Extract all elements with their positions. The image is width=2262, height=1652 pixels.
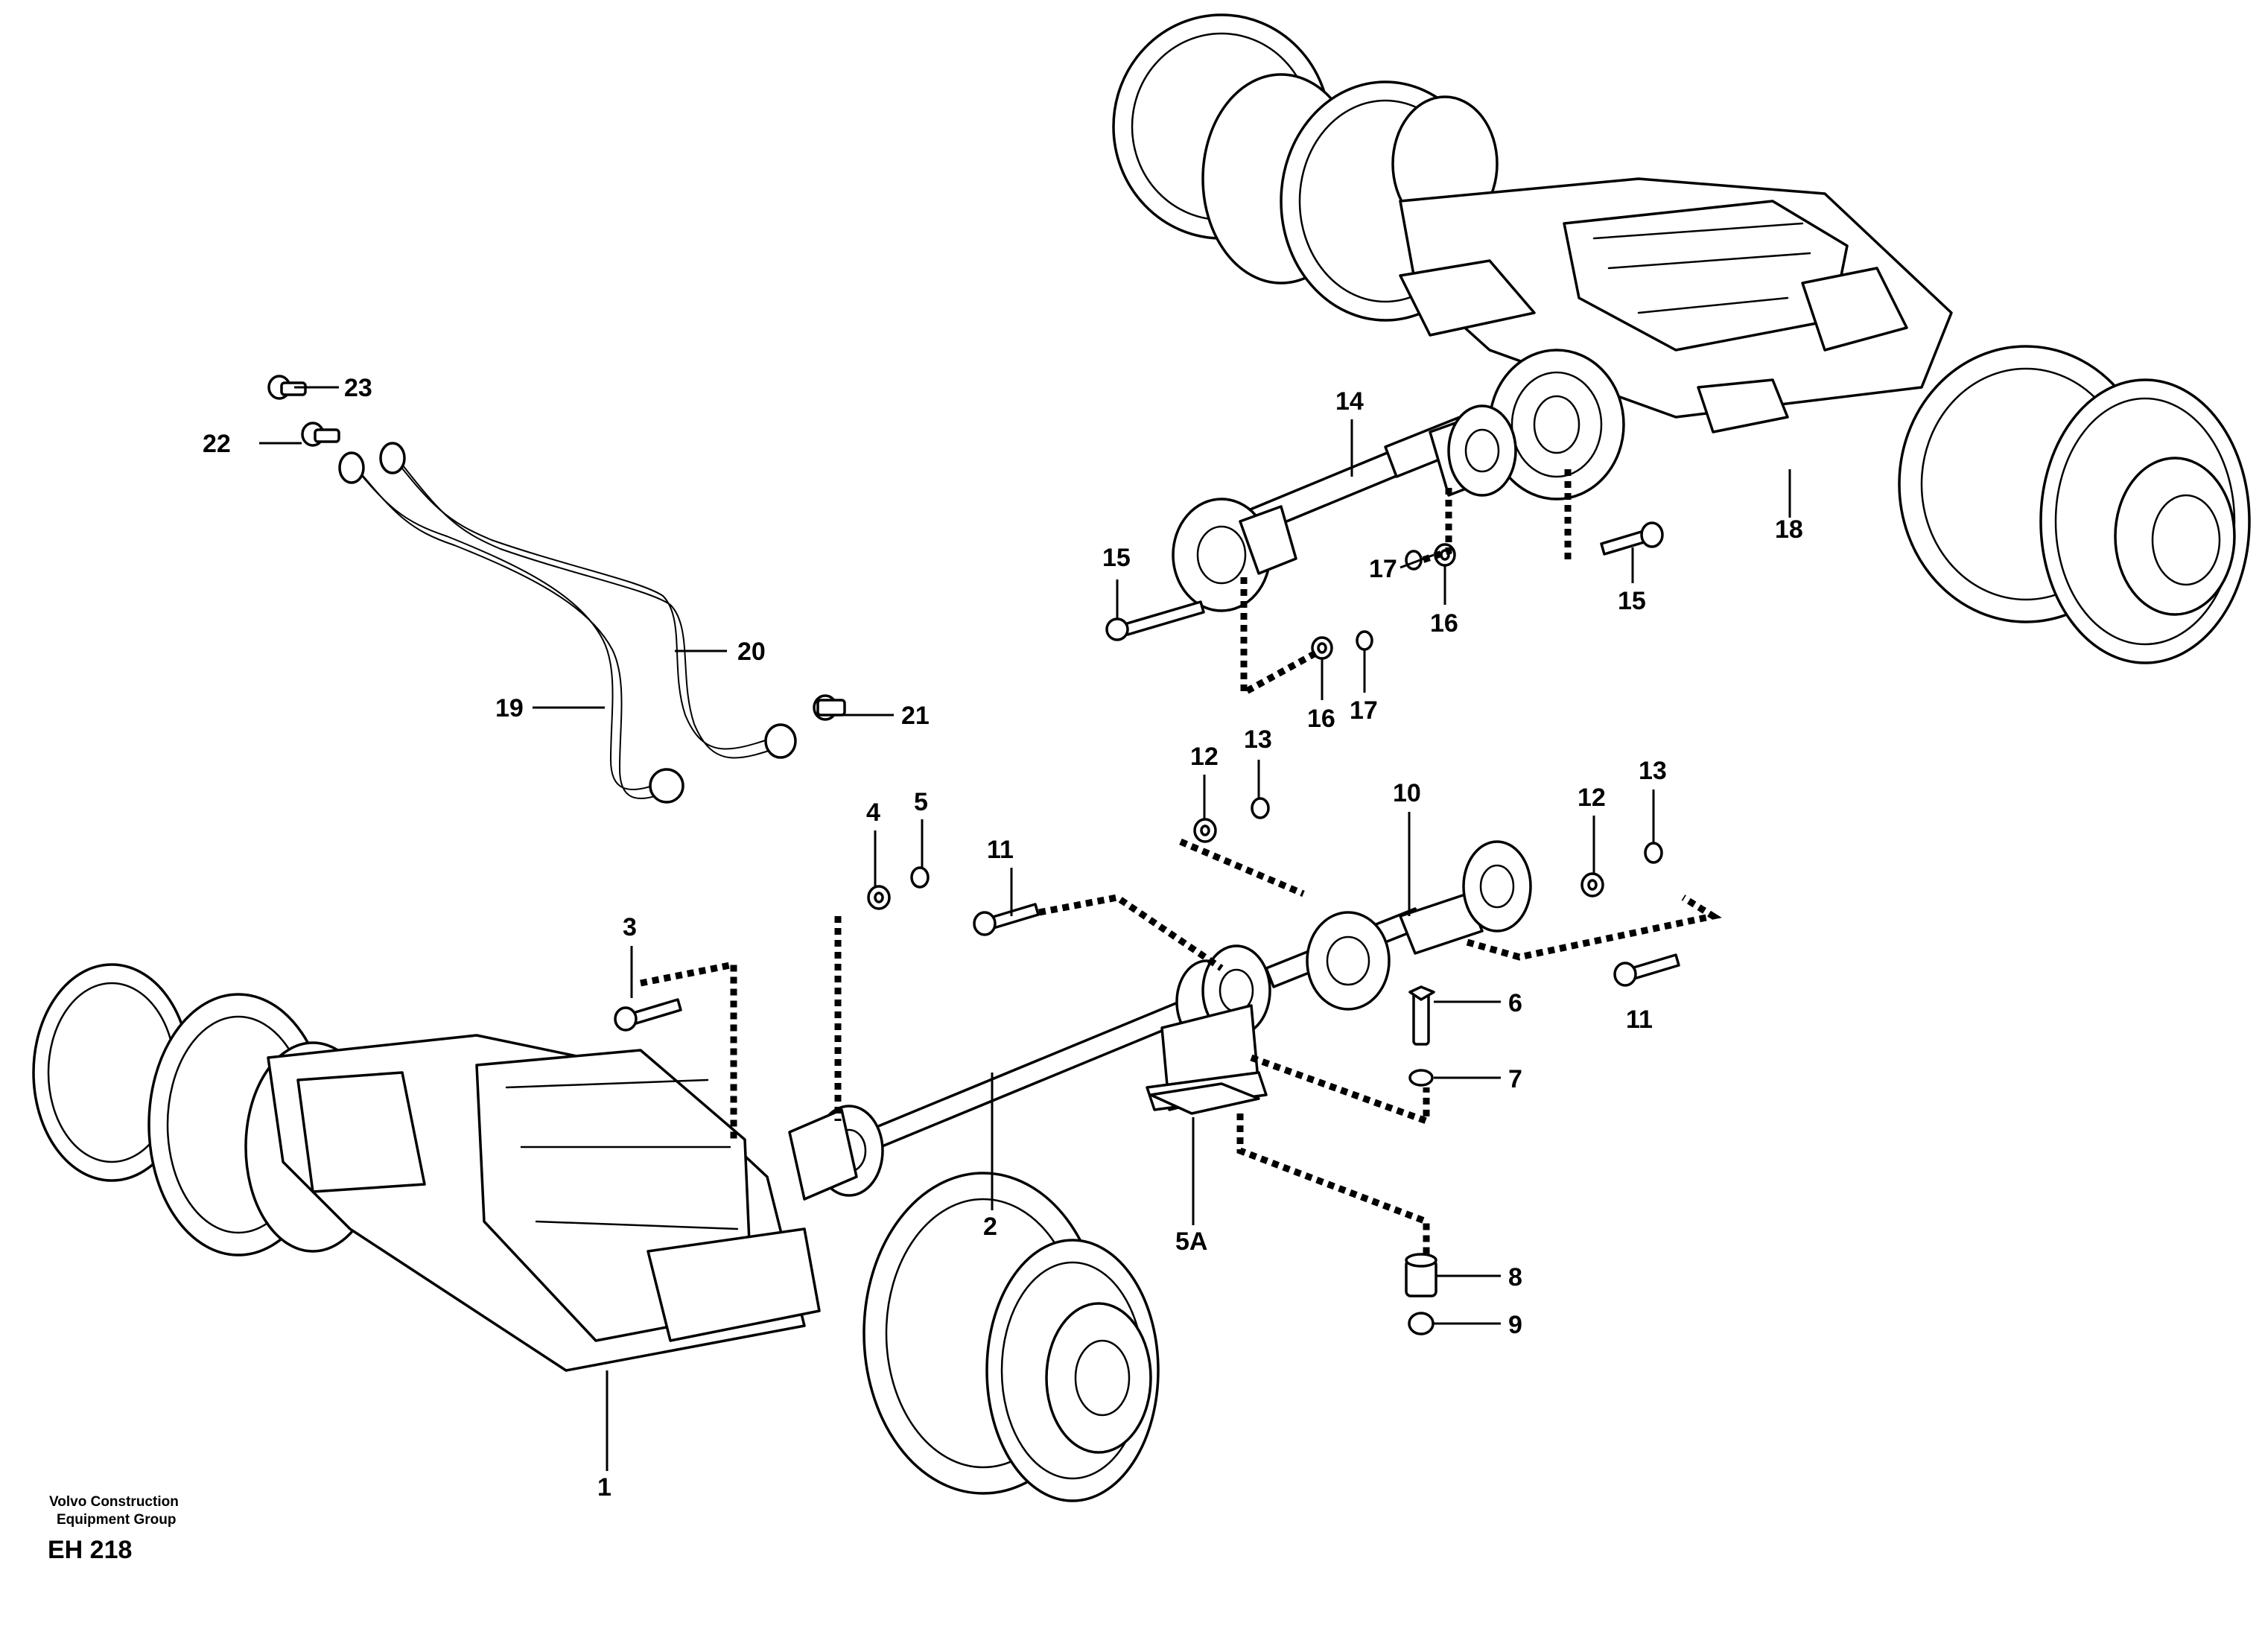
lower-assembly-dashes [640, 838, 1722, 1259]
callout-13-right: 13 [1639, 757, 1667, 785]
callout-17-lower: 17 [1350, 696, 1378, 725]
upper-fasteners [1105, 521, 1664, 660]
callout-8: 8 [1508, 1263, 1522, 1292]
callout-18: 18 [1775, 515, 1803, 544]
callout-22: 22 [203, 430, 231, 458]
rear-axle-assembly [1112, 13, 2251, 664]
front-axle-assembly [32, 963, 1160, 1502]
callout-14: 14 [1335, 387, 1364, 416]
callout-15-left: 15 [1102, 544, 1131, 572]
callout-11-left: 11 [987, 836, 1014, 864]
callout-21: 21 [901, 702, 930, 730]
callout-19: 19 [495, 694, 524, 722]
brake-pipes [267, 375, 846, 804]
callout-6: 6 [1508, 989, 1522, 1017]
bearing-bracket [1146, 1004, 1268, 1115]
callout-12-left: 12 [1190, 743, 1219, 771]
callout-23: 23 [344, 374, 372, 402]
upper-propeller-shaft [1172, 404, 1517, 612]
lower-fasteners [614, 797, 1680, 1335]
callout-2: 2 [983, 1213, 997, 1241]
callout-9: 9 [1508, 1311, 1522, 1339]
callout-4: 4 [866, 798, 880, 827]
callout-5a: 5A [1175, 1227, 1207, 1256]
callout-12-right: 12 [1578, 784, 1606, 812]
callout-15-right: 15 [1618, 587, 1646, 615]
callout-16-lower: 16 [1307, 705, 1335, 733]
publisher-name: Volvo Construction [49, 1494, 179, 1510]
lower-propeller-shaft [788, 840, 1532, 1201]
callout-3: 3 [623, 913, 637, 941]
callout-1: 1 [597, 1473, 611, 1502]
callout-labels: 1 2 3 4 5 5A 6 7 8 9 10 11 11 12 12 13 1… [203, 374, 1803, 1502]
upper-assembly-dashes [1240, 469, 1572, 699]
publisher-group: Equipment Group [57, 1512, 177, 1528]
callout-17-upper: 17 [1369, 555, 1397, 583]
callout-20: 20 [737, 638, 766, 666]
callout-7: 7 [1508, 1065, 1522, 1093]
drawing-code: EH 218 [48, 1536, 133, 1564]
callout-10: 10 [1393, 779, 1421, 807]
callout-13-left: 13 [1244, 725, 1272, 754]
leader-lines [259, 386, 1791, 1471]
callout-11-right: 11 [1626, 1006, 1653, 1034]
callout-5: 5 [914, 788, 928, 816]
callout-16-upper: 16 [1430, 609, 1458, 638]
